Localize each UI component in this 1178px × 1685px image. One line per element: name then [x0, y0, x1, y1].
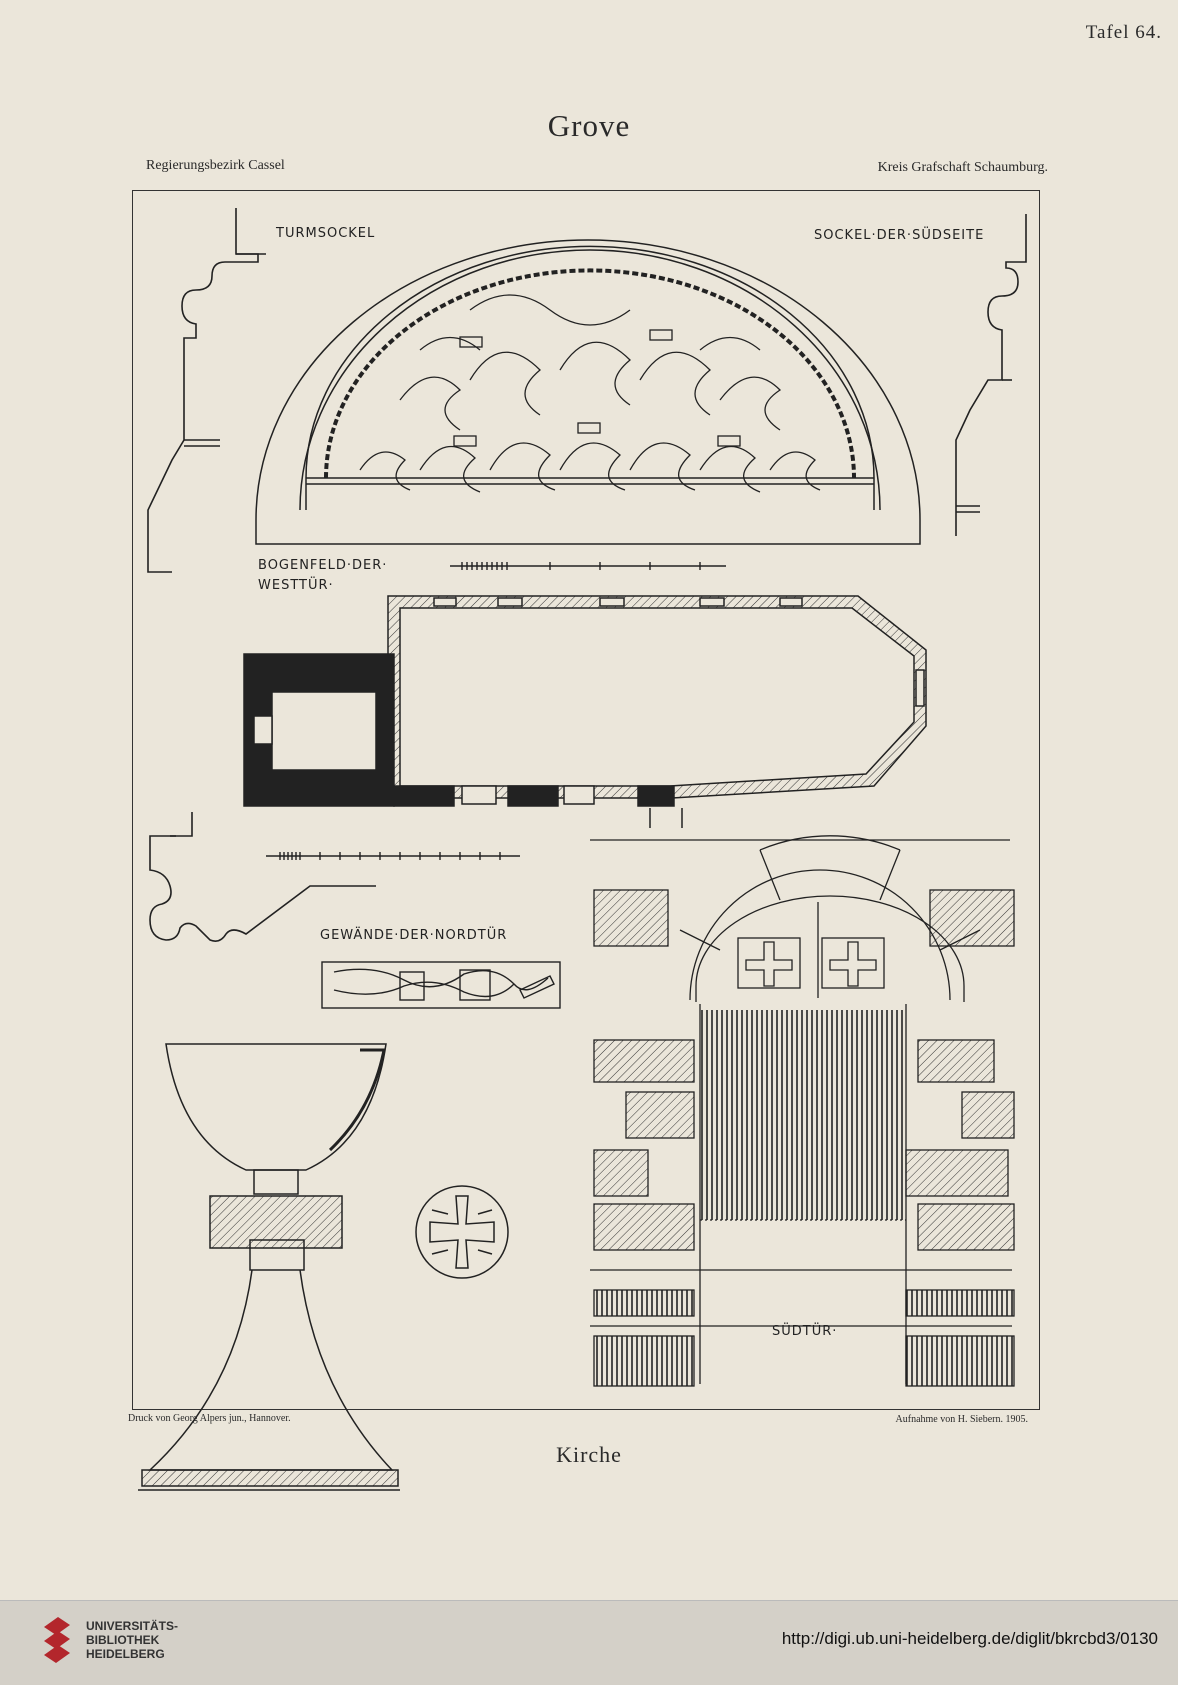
north-jamb-detail	[321, 961, 561, 1009]
plate-page: Tafel 64. Grove Regierungsbezirk Cassel …	[128, 22, 1162, 1491]
plate-number: Tafel 64.	[1085, 22, 1162, 43]
south-base-profile	[955, 214, 1027, 536]
library-logo-icon	[44, 1617, 70, 1663]
north-jamb-profile	[149, 812, 376, 942]
library-line-2: BIBLIOTHEK	[86, 1633, 160, 1647]
west-door-tympanum	[255, 239, 921, 545]
label-south-base: SOCKEL·DER·SÜDSEITE	[814, 228, 985, 243]
printer-credit: Druck von Georg Alpers jun., Hannover.	[128, 1413, 291, 1424]
label-north-jamb: GEWÄNDE·DER·NORDTÜR	[320, 928, 508, 943]
label-south-door: SÜDTÜR·	[772, 1324, 838, 1339]
library-name: UNIVERSITÄTS- BIBLIOTHEK HEIDELBERG	[86, 1619, 178, 1661]
architectural-drawings	[138, 208, 1027, 1491]
scale-bar-top	[450, 562, 726, 570]
district-right: Kreis Grafschaft Schaumburg.	[877, 160, 1048, 175]
cross-medallion	[415, 1185, 509, 1279]
chalice-drawing	[138, 1043, 400, 1491]
page-title: Grove	[547, 108, 631, 143]
scale-bar-middle	[266, 852, 520, 860]
label-tower-base: TURMSOCKEL	[276, 226, 376, 241]
source-url-link[interactable]: http://digi.ub.uni-heidelberg.de/diglit/…	[781, 1629, 1158, 1648]
south-door-elevation	[590, 835, 1015, 1390]
label-tympanum-line2: WESTTÜR·	[258, 578, 334, 593]
survey-credit: Aufnahme von H. Siebern. 1905.	[895, 1414, 1028, 1425]
district-left: Regierungsbezirk Cassel	[146, 158, 285, 173]
library-line-1: UNIVERSITÄTS-	[86, 1619, 179, 1633]
drawing-frame	[132, 190, 1040, 1410]
label-tympanum-line1: BOGENFELD·DER·	[258, 558, 388, 573]
plate-caption: Kirche	[556, 1442, 622, 1467]
library-line-3: HEIDELBERG	[86, 1647, 165, 1661]
tower-base-profile	[147, 208, 266, 573]
library-footer: UNIVERSITÄTS- BIBLIOTHEK HEIDELBERG http…	[0, 1600, 1178, 1685]
church-ground-plan	[243, 595, 927, 828]
